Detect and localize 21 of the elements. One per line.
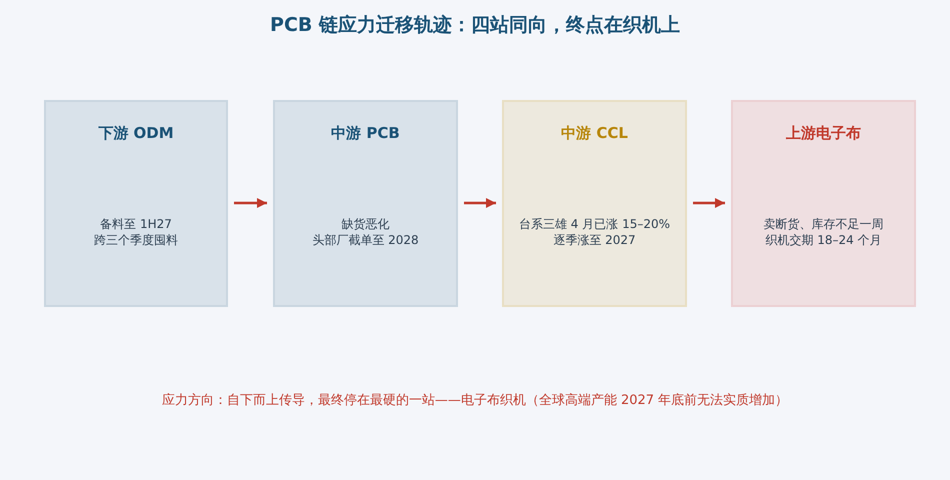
stage-box [731, 100, 916, 307]
stage-heading: 中游 PCB [331, 124, 400, 143]
caption: 应力方向：自下而上传导，最终停在最硬的一站——电子布织机（全球高端产能 2027 年底前无法实质增加） [162, 392, 788, 409]
stage-box [502, 100, 687, 307]
stage-note: 逐季涨至 2027 [553, 232, 636, 248]
stage-note: 头部厂截单至 2028 [312, 232, 419, 248]
stage-box [273, 100, 458, 307]
stage-note: 卖断货、库存不足一周 [764, 216, 884, 232]
stage-heading: 中游 CCL [561, 124, 628, 143]
arrow [464, 198, 496, 208]
stage-heading: 上游电子布 [786, 124, 861, 143]
arrow [234, 198, 267, 208]
stage-note: 跨三个季度囤料 [94, 232, 178, 248]
stage-box [44, 100, 228, 307]
arrow [693, 198, 725, 208]
stage-note: 台系三雄 4 月已涨 15–20% [518, 216, 670, 232]
stage-note: 备料至 1H27 [100, 216, 172, 232]
stage-note: 缺货恶化 [342, 216, 390, 232]
stage-heading: 下游 ODM [98, 124, 174, 143]
stage-note: 织机交期 18–24 个月 [765, 232, 882, 248]
diagram-title: PCB 链应力迁移轨迹：四站同向，终点在织机上 [270, 13, 680, 38]
